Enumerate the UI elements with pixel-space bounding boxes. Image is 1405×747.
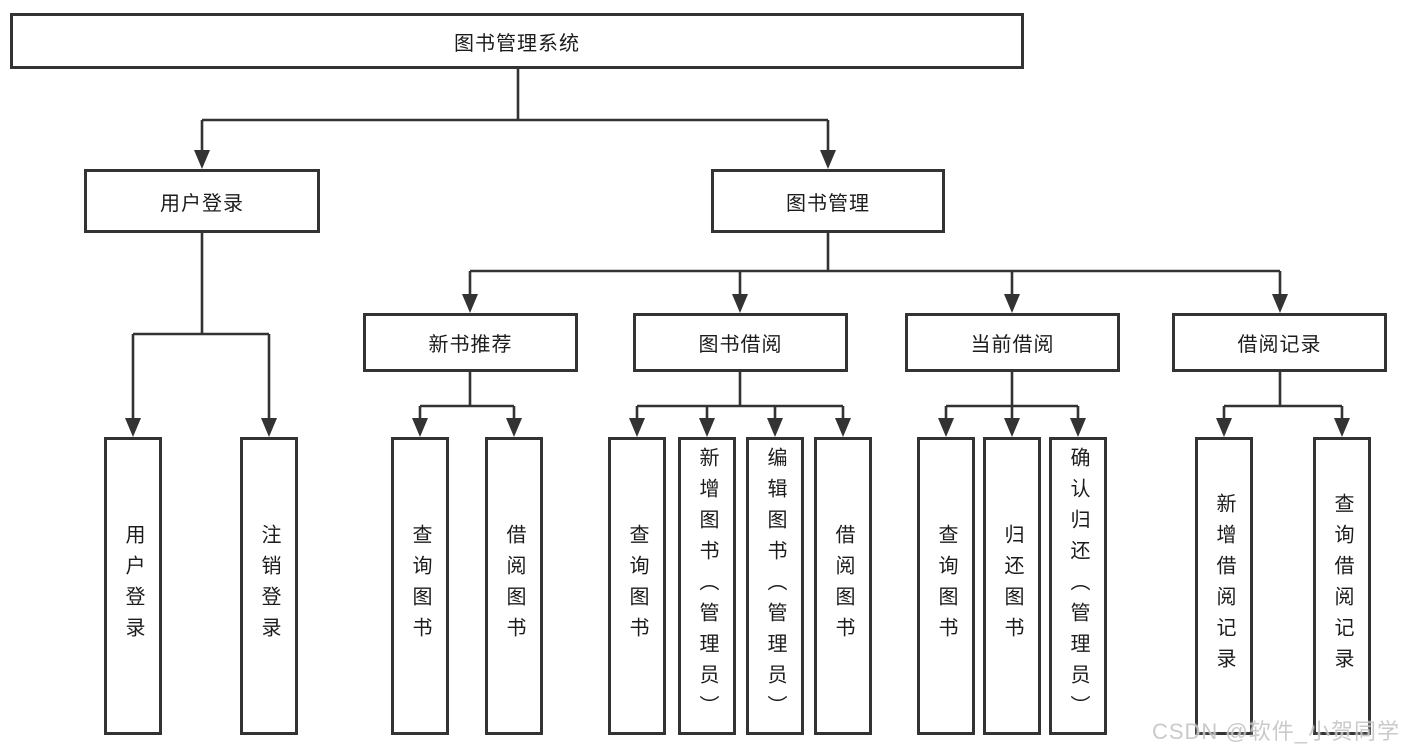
node-leaf-query-borrow-record: 查询借阅记录	[1313, 437, 1371, 735]
connector-recommend-to-children	[412, 372, 522, 437]
node-new-book-recommend-label: 新书推荐	[428, 334, 513, 356]
node-leaf-return-books: 归还图书	[983, 437, 1041, 735]
node-leaf-edit-books-admin: 编辑图书（管理员）	[746, 437, 804, 735]
node-leaf-recommend-borrow-books: 借阅图书	[485, 437, 543, 735]
connector-borrow-to-children	[629, 372, 851, 437]
node-leaf-logout: 注销登录	[240, 437, 298, 735]
node-leaf-confirm-return-admin: 确认归还（管理员）	[1049, 437, 1107, 735]
node-leaf-borrow-query-books: 查询图书	[608, 437, 666, 735]
node-book-borrowing: 图书借阅	[633, 313, 848, 372]
node-current-borrowing-label: 当前借阅	[970, 334, 1055, 356]
node-book-management: 图书管理	[711, 169, 945, 233]
connector-root-to-level2	[194, 68, 836, 169]
connector-current-to-children	[938, 372, 1086, 437]
csdn-watermark: CSDN @软件_小贺同学	[1151, 719, 1400, 744]
node-book-borrowing-label: 图书借阅	[698, 334, 783, 356]
node-borrow-records: 借阅记录	[1172, 313, 1387, 372]
node-user-login-label: 用户登录	[160, 192, 244, 215]
connector-login-to-children	[125, 233, 277, 437]
node-library-system-label: 图书管理系统	[454, 32, 580, 55]
node-current-borrowing: 当前借阅	[905, 313, 1120, 372]
node-leaf-user-login: 用户登录	[104, 437, 162, 735]
connector-management-to-level3	[462, 233, 1288, 313]
node-new-book-recommend: 新书推荐	[363, 313, 578, 372]
connector-records-to-children	[1216, 372, 1350, 437]
node-leaf-borrow-books: 借阅图书	[814, 437, 872, 735]
node-leaf-current-query-books: 查询图书	[917, 437, 975, 735]
node-library-system: 图书管理系统	[10, 13, 1024, 69]
node-borrow-records-label: 借阅记录	[1237, 334, 1322, 356]
node-leaf-recommend-query-books: 查询图书	[391, 437, 449, 735]
node-user-login: 用户登录	[84, 169, 320, 233]
node-book-management-label: 图书管理	[786, 192, 870, 215]
node-leaf-add-books-admin: 新增图书（管理员）	[678, 437, 736, 735]
node-leaf-add-borrow-record: 新增借阅记录	[1195, 437, 1253, 735]
